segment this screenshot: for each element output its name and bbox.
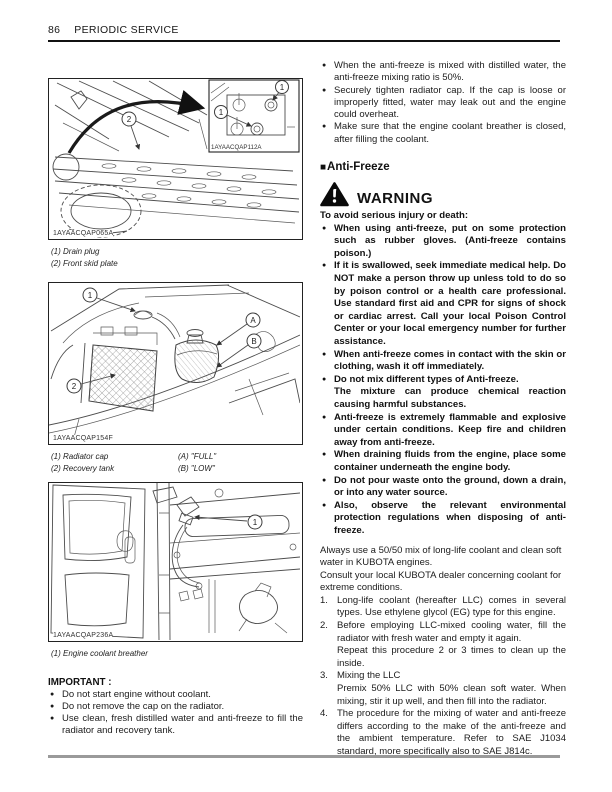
- section-title: Anti-Freeze: [327, 161, 390, 174]
- caption-line: (A) "FULL": [178, 452, 217, 461]
- warning-item: ● Anti-freeze is extremely flammable and…: [322, 411, 566, 448]
- bullet-icon: ●: [322, 350, 327, 358]
- numbered-item: 3. Mixing the LLC Premix 50% LLC with 50…: [320, 670, 566, 707]
- bullet-icon: ●: [50, 715, 55, 723]
- coolant-steps-list: 1. Long-life coolant (hereafter LLC) com…: [320, 595, 566, 759]
- important-item: ● Use clean, fresh distilled water and a…: [50, 713, 303, 737]
- warning-item: ● If it is swallowed, seek immediate med…: [322, 260, 566, 348]
- paragraph: Always use a 50/50 mix of long-life cool…: [320, 544, 562, 569]
- figure2-captions: (1) Radiator cap (2) Recovery tank (A) "…: [48, 451, 303, 474]
- header-rule: [48, 40, 560, 42]
- inset-figure-code: 1AYAACQAP112A: [211, 144, 262, 151]
- caption-line: (1) Radiator cap: [51, 452, 109, 461]
- warning-item: ● Do not mix different types of Anti-fre…: [322, 373, 566, 410]
- callout-1b: 1: [219, 108, 224, 117]
- warning-intro: To avoid serious injury or death:: [320, 210, 469, 222]
- warning-header: WARNING: [320, 182, 566, 207]
- warning-item: ● Do not pour waste onto the ground, dow…: [322, 474, 566, 499]
- callout-full: A: [250, 316, 256, 325]
- caption-line: (2) Front skid plate: [51, 258, 118, 268]
- figure-code: 1AYAACQAP154F: [53, 435, 113, 442]
- figure3-caption: (1) Engine coolant breather: [48, 648, 303, 660]
- left-column: 2 1 1 1AYAACQAP112A 1AYAACQAP065A: [48, 78, 303, 738]
- warning-item: ● Also, observe the relevant environment…: [322, 499, 566, 536]
- numbered-item: 2. Before employing LLC-mixed cooling wa…: [320, 620, 566, 669]
- warning-triangle-icon: [320, 182, 349, 207]
- figure1-captions: (1) Drain plug (2) Front skid plate: [48, 246, 303, 269]
- figure-coolant-breather: 1 1AYAACQAP236A: [48, 482, 303, 642]
- bullet-icon: ●: [50, 702, 55, 710]
- warning-body: To avoid serious injury or death: ● When…: [320, 210, 566, 537]
- warning-item: ● When using anti-freeze, put on some pr…: [322, 222, 566, 259]
- breather-drawing: 1: [50, 483, 300, 640]
- numbered-item: 1. Long-life coolant (hereafter LLC) com…: [320, 594, 566, 619]
- bullet-icon: ●: [322, 451, 327, 459]
- callout-1a: 1: [280, 83, 285, 92]
- square-bullet-icon: ■: [320, 161, 327, 173]
- callout-recovery-tank: 2: [72, 382, 77, 391]
- important-item: ● Do not remove the cap on the radiator.: [50, 700, 225, 712]
- caption-line: (B) "LOW": [178, 463, 215, 473]
- figure-code: 1AYAACQAP065A: [53, 230, 114, 237]
- drain-plug-drawing: 2 1 1 1AYAACQAP112A: [52, 79, 300, 238]
- warning-label: WARNING: [357, 190, 433, 208]
- numbered-item: 4. The procedure for the mixing of water…: [320, 708, 566, 758]
- chapter-title: PERIODIC SERVICE: [74, 24, 179, 36]
- bullet-icon: ●: [50, 690, 55, 698]
- warning-item: ● When anti-freeze comes in contact with…: [322, 348, 566, 373]
- figure-code: 1AYAACQAP236A: [53, 632, 114, 639]
- footer-rule: [48, 755, 560, 758]
- paragraph: Consult your local KUBOTA dealer concern…: [320, 569, 562, 594]
- page-header: 86 PERIODIC SERVICE: [48, 24, 560, 36]
- warning-item: ● When draining fluids from the engine, …: [322, 449, 566, 473]
- bullet-icon: ●: [322, 123, 327, 131]
- radiator-drawing: 1 2 A B: [49, 284, 300, 442]
- callout-radiator-cap: 1: [88, 291, 93, 300]
- bullet-icon: ●: [322, 375, 327, 383]
- bullet-icon: ●: [322, 413, 327, 421]
- important-item: ● Do not start engine without coolant.: [50, 688, 211, 700]
- list-item: ● Securely tighten radiator cap. If the …: [322, 84, 566, 121]
- page-number: 86: [48, 24, 61, 36]
- list-item: ● When the anti-freeze is mixed with dis…: [322, 60, 566, 84]
- right-column: ● When the anti-freeze is mixed with dis…: [320, 60, 566, 759]
- bullet-icon: ●: [322, 62, 327, 69]
- bullet-icon: ●: [322, 86, 327, 94]
- caption-line: (1) Drain plug: [51, 247, 100, 256]
- list-item: ● Make sure that the engine coolant brea…: [322, 121, 566, 145]
- important-note: IMPORTANT : ● Do not start engine withou…: [48, 676, 303, 738]
- important-title: IMPORTANT :: [48, 676, 112, 688]
- caption-line: (1) Engine coolant breather: [51, 649, 148, 658]
- bullet-icon: ●: [322, 262, 327, 270]
- bullet-icon: ●: [322, 476, 327, 484]
- callout-low: B: [251, 337, 256, 346]
- callout-2: 2: [127, 115, 132, 124]
- section-heading-anti-freeze: ■ Anti-Freeze: [320, 161, 566, 173]
- callout-breather: 1: [253, 518, 258, 527]
- figure-radiator: 1 2 A B 1AYAACQAP154F: [48, 282, 303, 445]
- bullet-icon: ●: [322, 501, 327, 509]
- coolant-notes-list: ● When the anti-freeze is mixed with dis…: [320, 60, 566, 146]
- caption-line: (2) Recovery tank: [51, 463, 115, 473]
- bullet-icon: ●: [322, 224, 327, 232]
- figure-drain-plug: 2 1 1 1AYAACQAP112A 1AYAACQAP065A: [48, 78, 303, 240]
